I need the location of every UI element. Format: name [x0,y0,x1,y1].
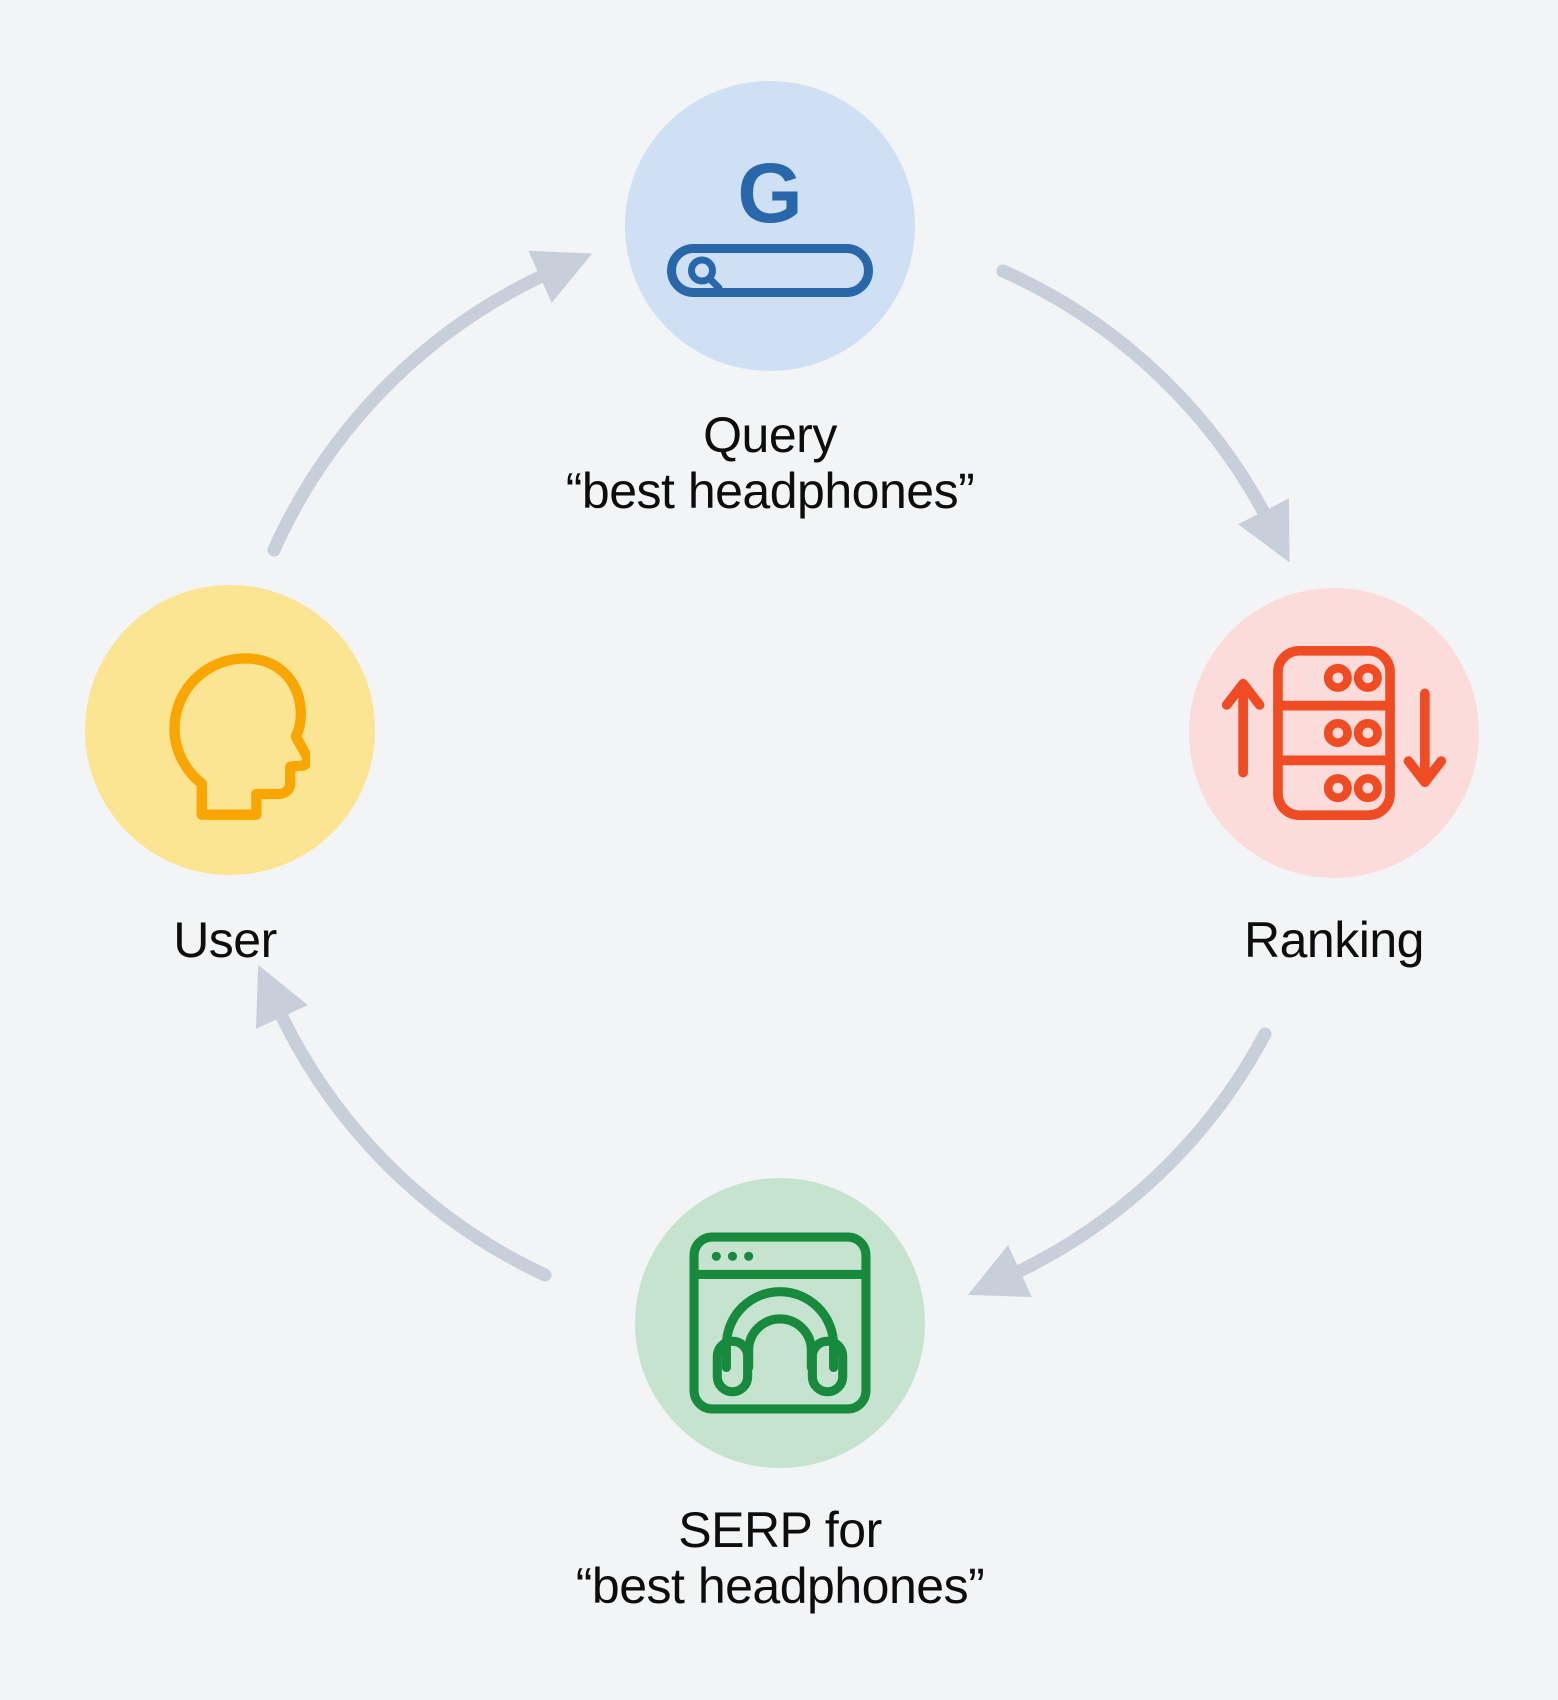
browser-dots [711,1251,754,1261]
server-ranking-arrows-icon [1221,646,1447,820]
serp-label-line2: “best headphones” [575,1558,985,1614]
browser-headphones-icon [689,1232,871,1414]
search-pill-icon [667,244,873,297]
arrow-serp-to-user [255,964,552,1282]
query-label-line2: “best headphones” [565,463,975,519]
query-label-line1: Query [703,407,837,463]
user-label: User [173,912,277,968]
google-g-letter: G [737,146,803,240]
arrow-query-to-ranking [996,264,1290,563]
user-node-circle [85,585,375,875]
query-label: Query “best headphones” [470,407,1070,519]
serp-node-circle [635,1178,925,1468]
ranking-label: Ranking [1244,912,1424,968]
arrow-ranking-to-serp [967,1027,1272,1298]
google-search-bar-icon: G [667,151,873,297]
arrow-user-to-query [267,250,593,557]
person-head-profile-icon [169,653,310,820]
serp-label: SERP for “best headphones” [480,1502,1080,1614]
ranking-node-circle [1189,588,1479,878]
query-node-circle: G [625,81,915,371]
serp-label-line1: SERP for [678,1502,882,1558]
